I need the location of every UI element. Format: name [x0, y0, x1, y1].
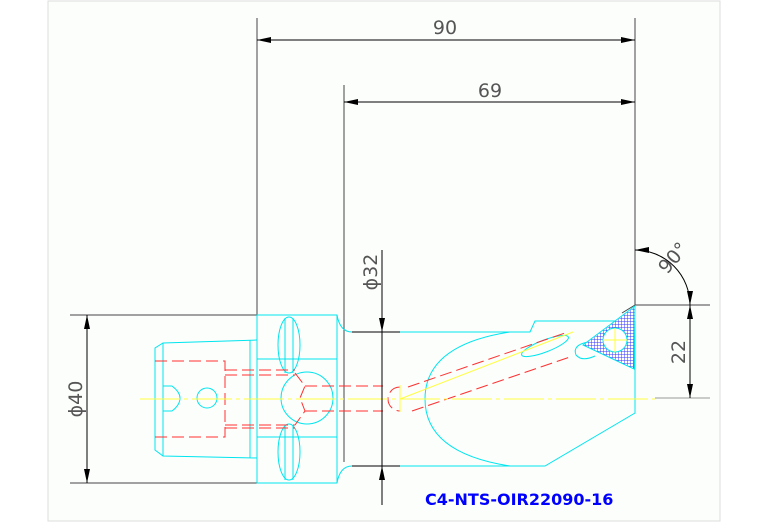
dim-coupling-diameter: ϕ40 [65, 381, 87, 418]
dim-overall-length: 90 [433, 17, 457, 39]
part-number-label: C4-NTS-OIR22090-16 [425, 490, 613, 509]
dimension-lines [84, 37, 693, 505]
dim-offset: 22 [668, 340, 690, 364]
drawing-sheet [47, 0, 721, 522]
center-lines [140, 331, 655, 412]
dim-shank-length: 69 [478, 80, 502, 102]
insert [582, 304, 636, 370]
hidden-lines [155, 332, 571, 438]
dim-shank-diameter: ϕ32 [360, 254, 382, 291]
